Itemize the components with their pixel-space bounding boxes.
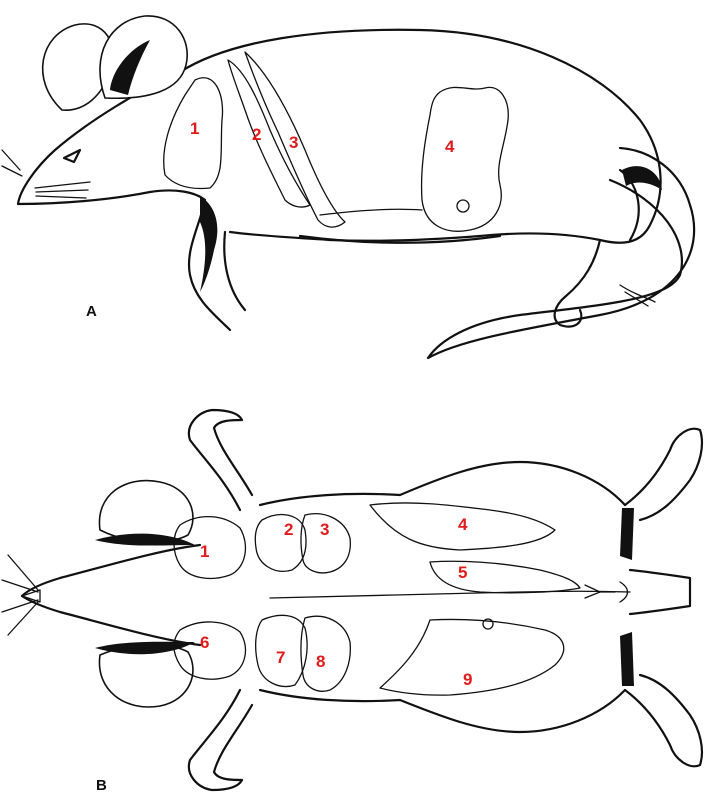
panel-a-region-label: 1 <box>190 119 199 138</box>
panel-b-region-label: 2 <box>284 520 293 539</box>
panel-b-midline <box>270 591 630 598</box>
panel-b-region-label: 7 <box>276 648 285 667</box>
panel-b-head-top <box>22 545 200 596</box>
panel-b-label: B <box>96 777 107 794</box>
panel-b-body-top <box>260 462 625 505</box>
panel-b-region-5-outline <box>430 561 580 593</box>
panel-b-hip-shading-bottom <box>620 632 634 686</box>
panel-a-region-label: 2 <box>252 125 261 144</box>
panel-a-front-leg <box>189 200 245 330</box>
panel-a-eye <box>64 150 80 162</box>
panel-b-head-bottom <box>22 596 200 645</box>
panel-a-region-label: 3 <box>289 133 298 152</box>
panel-b-hind-limb-top <box>625 429 702 520</box>
panel-a-region-4-outline <box>422 87 509 231</box>
panel-b-region-label: 9 <box>463 670 472 689</box>
panel-b-ear-top <box>99 481 192 542</box>
panel-b-region-label: 4 <box>458 515 468 534</box>
panel-a-injection-dot <box>457 200 469 212</box>
panel-b-body-bottom <box>260 690 625 732</box>
panel-a-label: A <box>86 303 97 320</box>
panel-b-region-2-outline <box>255 515 306 572</box>
panel-b-tail <box>630 570 690 614</box>
panel-b-front-limb-bottom <box>189 690 252 790</box>
panel-b-front-limb-top <box>189 410 252 510</box>
panel-a-hind-leg <box>555 170 639 327</box>
panel-b-region-8-outline <box>301 616 350 691</box>
panel-b-region-label: 5 <box>458 563 467 582</box>
panel-a-lateral-view: 1 2 3 4 A <box>2 16 694 358</box>
panel-b-ventral-view: 1 2 3 4 5 6 7 8 9 B <box>2 410 702 794</box>
panel-b-region-label: 1 <box>200 542 209 561</box>
panel-a-shoulder-shading <box>200 196 217 292</box>
panel-b-whiskers <box>2 555 38 635</box>
panel-b-region-label: 3 <box>320 520 329 539</box>
panel-b-region-label: 6 <box>200 633 209 652</box>
panel-b-hind-limb-bottom <box>625 675 702 766</box>
panel-b-region-label: 8 <box>316 652 325 671</box>
panel-b-ear-bottom <box>99 645 192 707</box>
panel-a-hip-shading <box>622 166 662 190</box>
panel-a-region-label: 4 <box>445 137 455 156</box>
panel-b-hip-shading-top <box>620 508 634 560</box>
